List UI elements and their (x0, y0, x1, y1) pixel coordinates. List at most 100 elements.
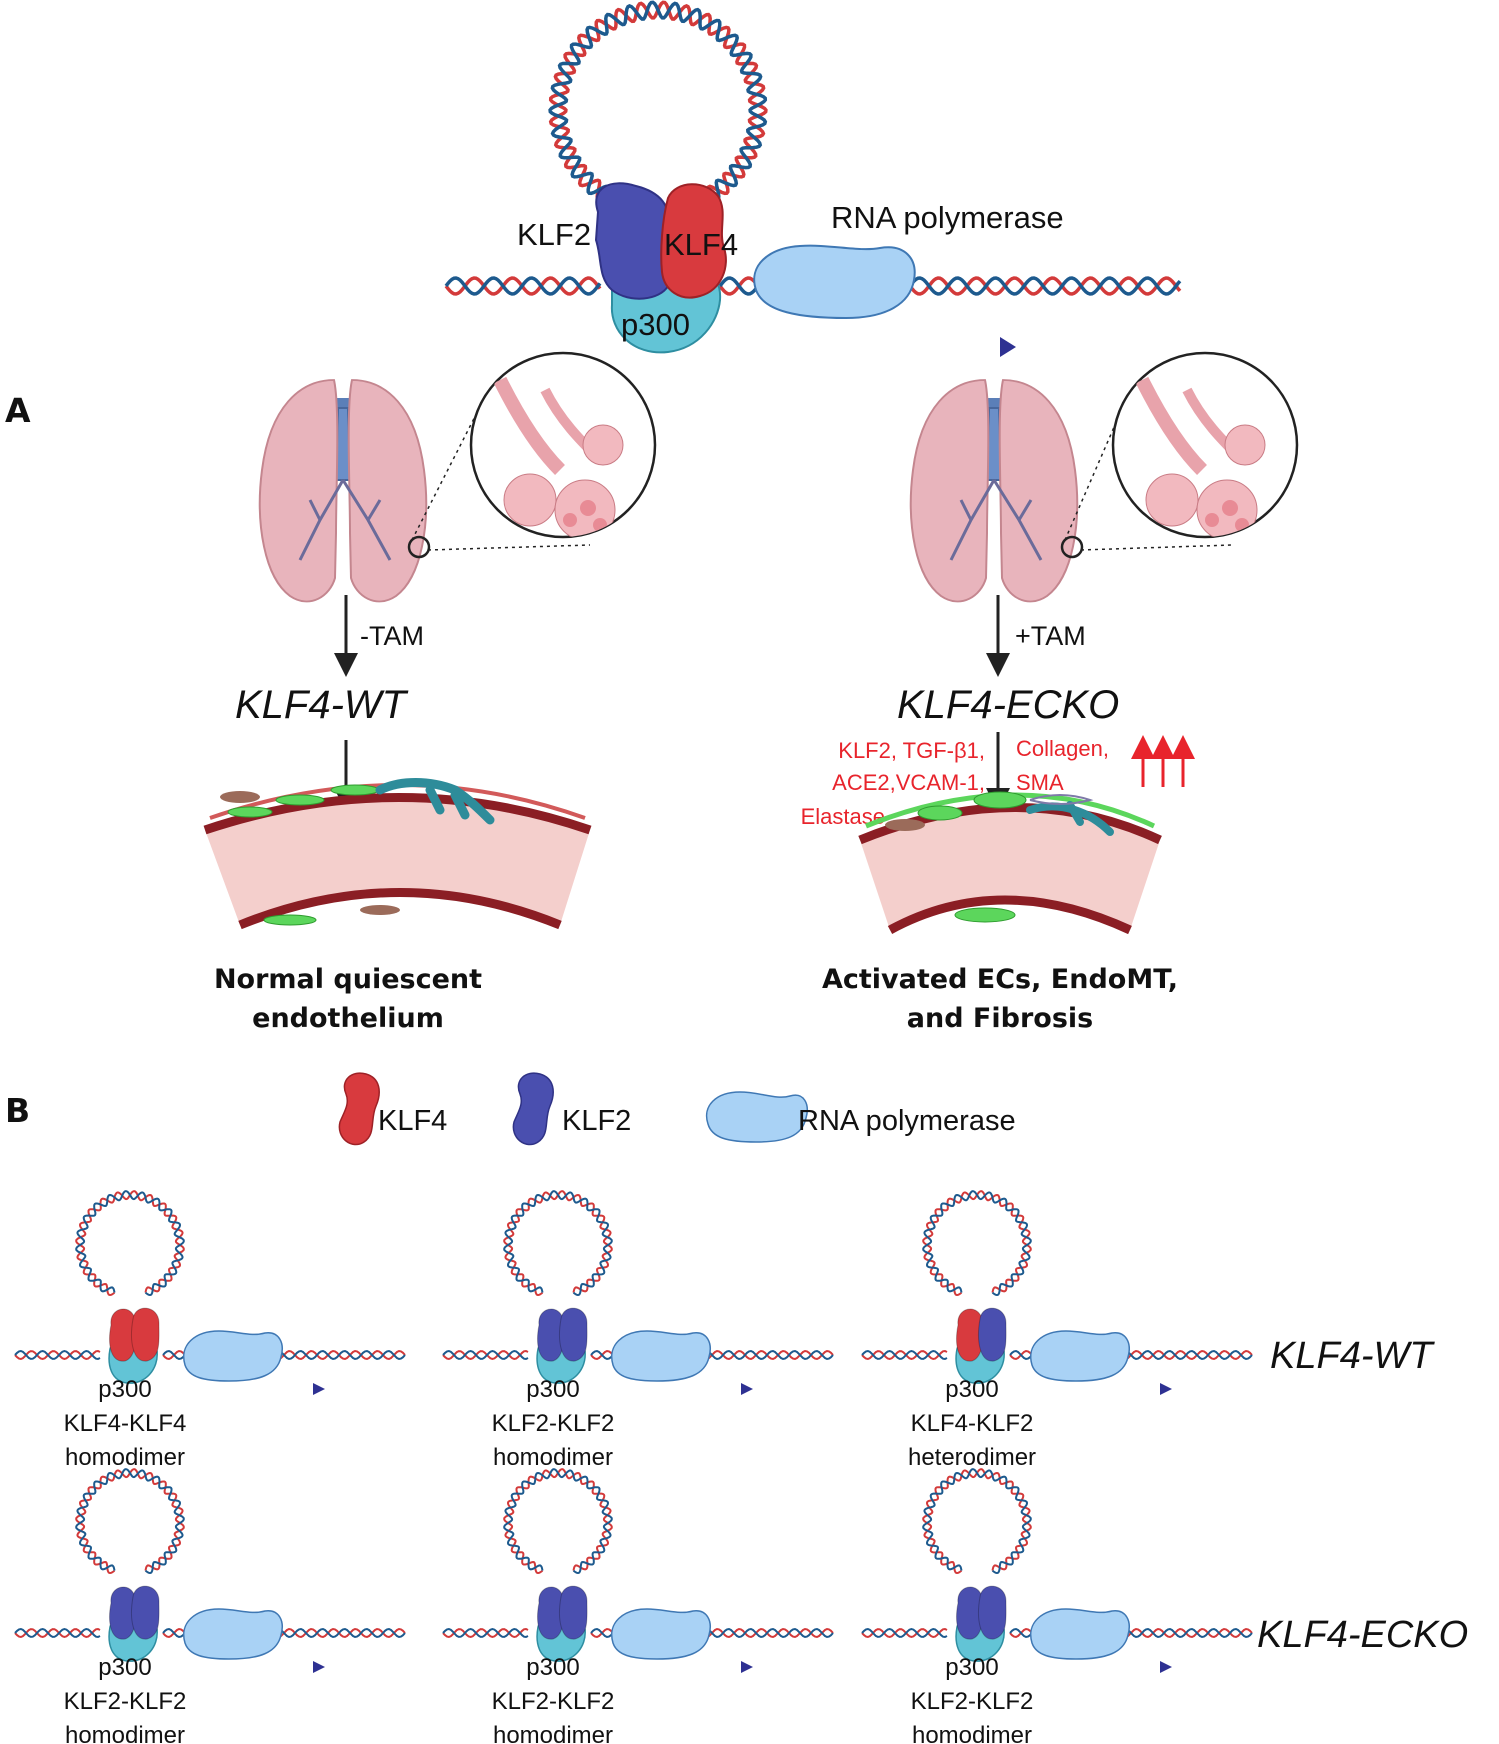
complex-5-klf2-right-shape (559, 1585, 588, 1640)
left-pericyte (375, 778, 495, 825)
complex-4-p300-label: p300 (98, 1654, 151, 1681)
complex-6-dimer-type: homodimer (912, 1722, 1032, 1744)
complex-1-rna-polymerase-shape (183, 1330, 283, 1382)
complex-3-dimer-type: heterodimer (908, 1444, 1036, 1471)
legend: KLF4 KLF2 RNA polymerase (338, 1072, 1016, 1146)
complex-1-klf4-right-shape (131, 1307, 160, 1362)
left-outcome-line2: endothelium (252, 1003, 444, 1034)
top-dna-loop (548, 0, 768, 213)
left-ec-4 (263, 914, 317, 926)
left-genotype-label: KLF4-WT (235, 683, 409, 727)
legend-klf2-label: KLF2 (562, 1105, 631, 1137)
complex-3-transcription-arrowhead (1160, 1383, 1172, 1395)
complex-2-dna-left (442, 1349, 529, 1361)
left-treatment-label: -TAM (360, 621, 424, 651)
right-bronchi (949, 479, 1043, 561)
left-bronchi (298, 479, 392, 561)
right-vessel-wall-bottom (887, 895, 1132, 935)
complex-4-transcription-arrowhead (313, 1661, 325, 1673)
complex-2-dimer-type: homodimer (493, 1444, 613, 1471)
right-lung-lobe-right (998, 379, 1079, 603)
left-ec-2 (330, 784, 380, 796)
complex-6-transcription-arrowhead (1160, 1661, 1172, 1673)
left-outcome-line1: Normal quiescent (214, 964, 482, 995)
right-alveoli (1135, 376, 1266, 537)
top-rna-polymerase-label: RNA polymerase (831, 200, 1064, 235)
complex-5-rna-polymerase-shape (611, 1608, 711, 1660)
complex-2-loop (503, 1190, 613, 1297)
left-lung-lobe-left (258, 379, 339, 603)
complex-6-dimer-name: KLF2-KLF2 (911, 1688, 1034, 1715)
left-zoom-spot (407, 535, 431, 559)
left-ec-3 (227, 806, 273, 818)
row-label-wt: KLF4-WT (1270, 1335, 1435, 1377)
right-vessel-lumen (860, 807, 1160, 930)
panel-b-complexes: p300KLF4-KLF4homodimerp300KLF2-KLF2homod… (14, 1190, 1253, 1744)
complex-1-transcription-arrowhead (313, 1383, 325, 1395)
complex-1-p300-label: p300 (98, 1376, 151, 1403)
top-klf2-shape (594, 182, 672, 300)
complex-6-klf2-right-shape (978, 1585, 1007, 1640)
top-klf4-shape (660, 183, 727, 299)
left-fibroblast-2 (360, 905, 400, 915)
top-dna-left-segment (444, 276, 602, 296)
complex-4-rna-polymerase-shape (183, 1608, 283, 1660)
panel-a-letter: A (5, 391, 31, 430)
right-zoom-line-top (1064, 394, 1129, 541)
right-ec-1 (917, 805, 963, 821)
right-ec-2 (973, 791, 1027, 809)
complex-6-rna-polymerase-shape (1030, 1608, 1130, 1660)
complex-6-p300-label: p300 (945, 1654, 998, 1681)
right-down-line1: KLF2, TGF-β1, (838, 738, 985, 763)
right-zoom-line-bottom (1080, 544, 1233, 551)
complex-4-dimer-name: KLF2-KLF2 (64, 1688, 187, 1715)
right-lung-lobe-left (909, 379, 990, 603)
complex-3-loop (922, 1190, 1032, 1297)
legend-klf4-label: KLF4 (378, 1105, 447, 1137)
right-pericyte (1026, 801, 1114, 836)
complex-5-p300-label: p300 (526, 1654, 579, 1681)
complex-6-dna-left (861, 1627, 948, 1639)
complex-2-klf2-right-shape (559, 1307, 588, 1362)
right-zoom-spot (1060, 535, 1084, 559)
top-transcription-arrowhead (1000, 337, 1016, 357)
right-outcome-line2: and Fibrosis (907, 1003, 1093, 1034)
right-genotype-label: KLF4-ECKO (897, 683, 1119, 727)
top-dna-loop-helix (548, 0, 768, 213)
right-ec-3 (954, 907, 1016, 923)
right-lung-illustration (909, 351, 1299, 603)
top-p300-label: p300 (621, 307, 690, 342)
left-ec-1 (275, 794, 325, 806)
left-vessel-lumen (205, 797, 590, 925)
left-zoom-line-bottom (427, 544, 591, 551)
right-down-line2: ACE2,VCAM-1, (832, 770, 985, 795)
complex-3-p300-label: p300 (945, 1376, 998, 1403)
left-alveoli (493, 376, 624, 537)
complex-4-dna-left (14, 1627, 101, 1639)
panel-b-letter: B (5, 1091, 30, 1130)
legend-klf2-swatch (512, 1072, 554, 1146)
left-lung-illustration (258, 351, 657, 603)
complex-5-dimer-name: KLF2-KLF2 (492, 1688, 615, 1715)
legend-rna-pol-swatch (705, 1091, 808, 1143)
top-rna-polymerase-shape (753, 244, 916, 320)
right-outcome-line1: Activated ECs, EndoMT, (822, 964, 1178, 995)
complex-1-loop (75, 1190, 185, 1297)
complex-5-loop (503, 1468, 613, 1575)
complex-5-dimer-type: homodimer (493, 1722, 613, 1744)
top-transcription-complex: KLF2 KLF4 p300 RNA polymerase (444, 0, 1182, 357)
complex-3-klf2-right-shape (978, 1307, 1007, 1362)
legend-klf4-swatch (338, 1072, 380, 1146)
left-lung-lobe-right (347, 379, 428, 603)
complex-2-transcription-arrowhead (741, 1383, 753, 1395)
right-up-line2: SMA (1016, 770, 1064, 795)
left-fibroblast-1 (220, 791, 260, 803)
complex-1-dimer-type: homodimer (65, 1444, 185, 1471)
top-klf4-label: KLF4 (664, 227, 738, 262)
